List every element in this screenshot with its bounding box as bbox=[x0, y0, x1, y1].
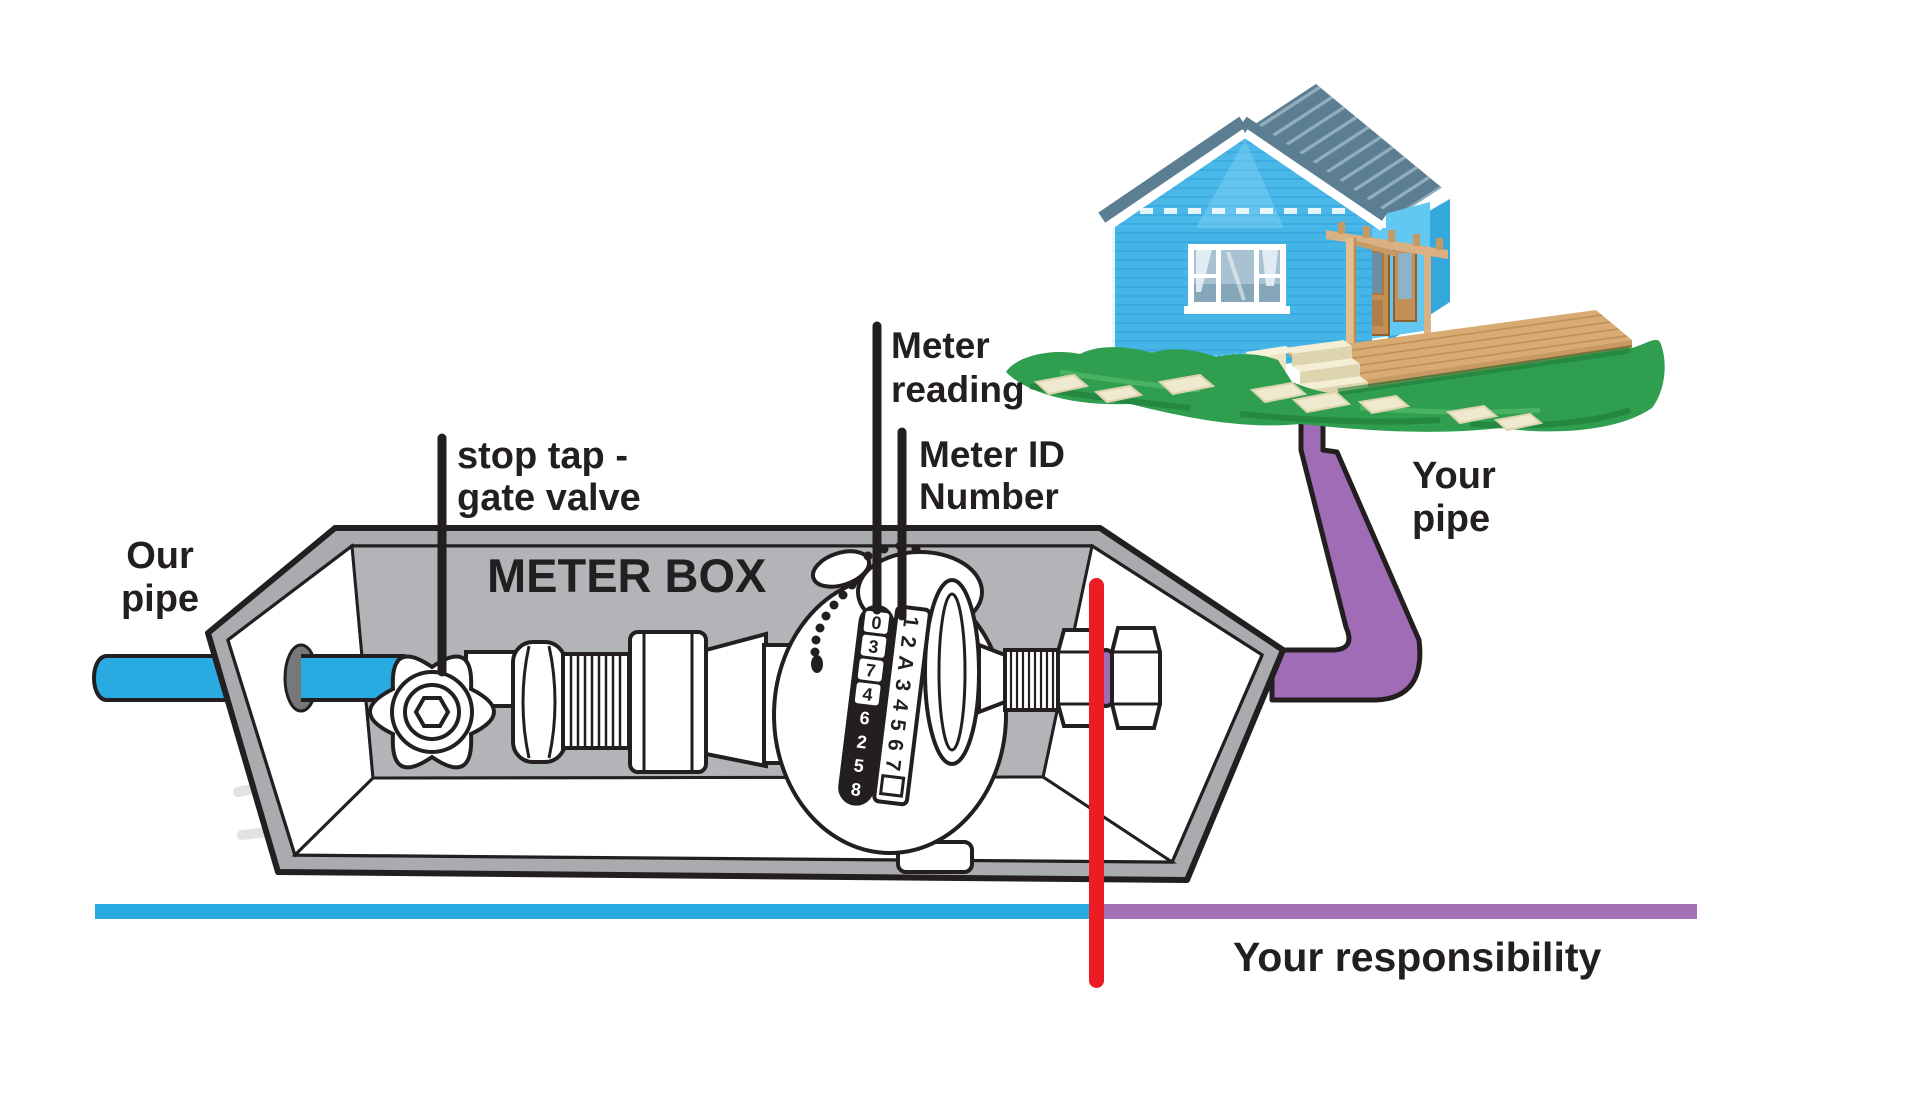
grass bbox=[1006, 339, 1665, 432]
porch-post bbox=[1346, 238, 1356, 356]
porch-post-right bbox=[1424, 254, 1431, 338]
gable-roof-edge-left bbox=[1098, 116, 1247, 224]
our-responsibility-line bbox=[95, 904, 1096, 919]
reading-digit: 4 bbox=[861, 684, 873, 705]
reading-digit: 6 bbox=[859, 708, 871, 729]
your-pipe-label-line2: pipe bbox=[1412, 498, 1490, 540]
our-pipe-label-line1: Our bbox=[126, 535, 194, 577]
front-window bbox=[1184, 244, 1290, 314]
curtain bbox=[1196, 250, 1212, 292]
coupling-barrel bbox=[511, 640, 567, 764]
meter-cap-chain bbox=[810, 541, 921, 673]
stop-tap-label-line1: stop tap - bbox=[457, 435, 628, 477]
corner-board bbox=[1108, 226, 1115, 390]
house bbox=[1006, 84, 1665, 432]
our-pipe-label-line2: pipe bbox=[121, 578, 199, 620]
gable-sheen bbox=[1196, 140, 1284, 228]
stop-tap-label-line2: gate valve bbox=[457, 477, 641, 519]
front-gable bbox=[1098, 116, 1388, 231]
meter-box-label: METER BOX bbox=[487, 549, 766, 602]
boundary-red-line bbox=[1089, 578, 1104, 988]
reading-digit: 5 bbox=[853, 755, 865, 776]
reading-digit: 7 bbox=[864, 660, 876, 681]
reading-digit: 3 bbox=[867, 636, 879, 657]
pergola bbox=[1326, 222, 1448, 356]
meter-reading-label-line1: Meter bbox=[891, 325, 990, 366]
your-pipe-label-line1: Your bbox=[1412, 455, 1496, 497]
meter-id-strip: 12A34567 bbox=[872, 604, 932, 807]
meter-reading-label-line2: reading bbox=[891, 369, 1025, 410]
box-floor bbox=[291, 775, 1178, 864]
your-pipe-shape bbox=[1269, 403, 1423, 703]
gable-bargeboard-right bbox=[1242, 129, 1386, 231]
door-sidelight bbox=[1393, 246, 1417, 322]
our-pipe-outside bbox=[92, 654, 226, 702]
reading-digit: 0 bbox=[870, 612, 882, 633]
gable-bargeboard-left bbox=[1104, 129, 1248, 231]
meter-id-label-line1: Meter ID bbox=[919, 434, 1065, 475]
reading-digit: 8 bbox=[850, 779, 862, 800]
gate-valve bbox=[368, 654, 496, 770]
your-responsibility-line bbox=[1096, 904, 1697, 919]
meter-reading-strip: 0 3 7 4 6 2 5 8 bbox=[838, 604, 895, 806]
meter-assembly: 0 3 7 4 6 2 5 8 12A34567 bbox=[301, 541, 1162, 874]
hex-nut-right bbox=[1110, 626, 1162, 730]
your-responsibility-label: Your responsibility bbox=[1233, 934, 1601, 980]
meter-id-label-line2: Number bbox=[919, 476, 1059, 517]
threaded-section-right bbox=[1003, 648, 1060, 712]
gable-roof-edge-right bbox=[1239, 116, 1388, 224]
window-sill bbox=[1184, 306, 1290, 314]
reading-digit: 2 bbox=[856, 731, 868, 752]
stepping-stones bbox=[1033, 373, 1544, 432]
outlet-cone bbox=[977, 642, 1007, 715]
union-nut bbox=[628, 630, 708, 774]
threaded-section-left bbox=[561, 652, 631, 750]
pointer-lines bbox=[437, 321, 907, 677]
valve-hex-center bbox=[413, 696, 451, 728]
labels: Our pipe stop tap - gate valve METER BOX… bbox=[121, 325, 1602, 980]
flange bbox=[923, 578, 981, 766]
reducer-cone bbox=[704, 631, 768, 769]
